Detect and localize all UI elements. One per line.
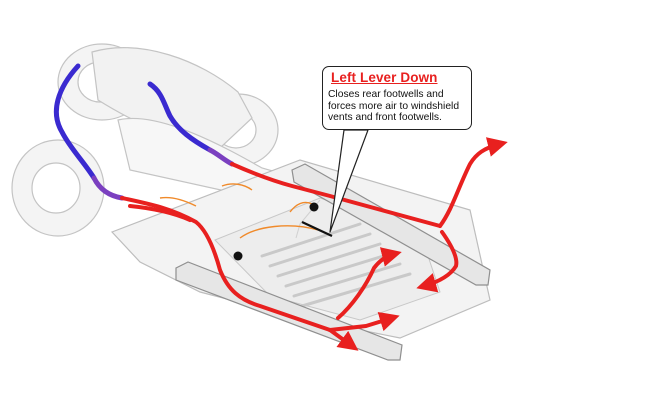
car-body-ghost (11, 43, 292, 237)
callout-line-2: forces more air to windshield (328, 100, 460, 112)
front-footwell-arrow (416, 230, 459, 293)
rear-footwell-arrow-mid (328, 311, 400, 332)
lever-callout: Left Lever Down Closes rear footwells an… (322, 66, 472, 130)
callout-line-1: Closes rear footwells and (328, 89, 444, 100)
windshield-vent-arrow (438, 137, 508, 228)
callout-pointer (329, 129, 369, 233)
engine-bay (91, 47, 253, 149)
hot-air-ducts (120, 137, 508, 351)
control-cables (159, 183, 319, 239)
callout-line-3: vents and front footwells. (328, 112, 442, 123)
heater-lever (233, 202, 333, 261)
floor-pan (110, 159, 491, 339)
rear-footwell-arrow-left (328, 328, 359, 351)
callout-title: Left Lever Down (331, 70, 438, 85)
lever-icon (309, 202, 319, 212)
callout-body: Closes rear footwells and forces more ai… (328, 89, 467, 124)
cold-air-ducts (53, 63, 235, 201)
